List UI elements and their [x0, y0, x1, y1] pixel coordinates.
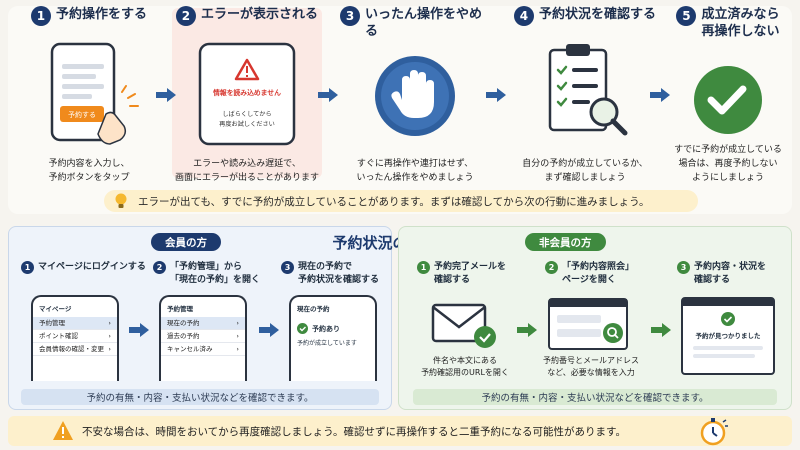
step-number: 1: [417, 261, 430, 274]
reserve-button-label: 予約する: [68, 110, 96, 119]
nonmember-step-3: 3 予約内容・状況を 確認する: [677, 261, 766, 287]
step-number: 2: [175, 6, 196, 26]
reservation-manage-phone: 予約管理 現在の予約› 過去の予約› キャンセル済み›: [159, 295, 247, 381]
step-text: マイページにログインする: [38, 262, 146, 272]
step-number: 3: [281, 261, 294, 274]
tip-bar: エラーが出ても、すでに予約が成立していることがあります。まずは確認してから次の行…: [104, 190, 698, 212]
member-step-1: 1 マイページにログインする: [21, 261, 146, 274]
chevron-right-icon: ›: [236, 345, 239, 353]
step-text: 「予約管理」から 「現在の予約」を開く: [170, 262, 261, 285]
lightbulb-icon: [115, 193, 127, 208]
warning-bar: 不安な場合は、時間をおいてから再度確認しましょう。確認せずに再操作すると二重予約…: [8, 416, 792, 446]
step-text: 予約内容・状況を 確認する: [694, 262, 767, 285]
menu-item-past[interactable]: 過去の予約›: [161, 330, 245, 343]
phone-title: 予約管理: [167, 305, 193, 313]
right-arrow-icon: [156, 88, 176, 102]
menu-item-cancelled[interactable]: キャンセル済み›: [161, 343, 245, 356]
result-window: 予約が見つかりました: [681, 297, 775, 375]
inquiry-form-icon: [548, 298, 628, 350]
step-title: いったん操作をやめる: [365, 7, 483, 39]
step-desc: 予約内容を入力し、 予約ボタンをタップ: [48, 159, 130, 183]
right-arrow-icon: [651, 323, 671, 337]
chevron-right-icon: ›: [108, 332, 111, 340]
step-title: 成立済みなら 再操作しない: [701, 7, 780, 39]
warning-text: 不安な場合は、時間をおいてから再度確認しましょう。確認せずに再操作すると二重予約…: [82, 425, 627, 438]
step-title: 予約操作をする: [55, 7, 147, 22]
envelope-check-icon: [431, 303, 496, 348]
step-text: 予約完了メールを 確認する: [434, 262, 507, 285]
step-text: 「予約内容照会」 ページを開く: [562, 262, 635, 285]
mypage-phone: マイページ 予約管理› ポイント確認› 会員情報の確認・変更›: [31, 295, 119, 381]
step-number: 5: [676, 6, 697, 26]
right-arrow-icon: [486, 88, 506, 102]
member-label: 会員の方: [151, 233, 221, 251]
step-desc: すぐに再操作や連打はせず、 いったん操作をやめましょう: [356, 159, 474, 183]
nonmember-footer: 予約の有無・内容・支払い状況などを確認できます。: [413, 389, 777, 405]
member-step-2: 2 「予約管理」から 「現在の予約」を開く: [153, 261, 260, 287]
error-title: 情報を読み込めません: [212, 88, 281, 97]
chevron-right-icon: ›: [108, 319, 111, 327]
chevron-right-icon: ›: [236, 332, 239, 340]
step-desc: エラーや読み込み遅延で、 画面にエラーが出ることがあります: [174, 159, 319, 183]
menu-item-reservation[interactable]: 予約管理›: [33, 317, 117, 330]
step-desc: すでに予約が成立している 場合は、再度予約しない ようにしましょう: [674, 145, 782, 183]
check-circle-icon: [694, 66, 762, 134]
nonmember-step-1: 1 予約完了メールを 確認する: [417, 261, 506, 287]
stop-hand-icon: [375, 56, 455, 136]
error-message: しばらくしてから再度お試しください: [219, 110, 275, 128]
step-number: 1: [30, 6, 51, 26]
right-arrow-icon: [259, 323, 279, 337]
member-step-3: 3 現在の予約で 予約状況を確認する: [281, 261, 379, 287]
right-arrow-icon: [517, 323, 537, 337]
nonmember-desc-2: 予約番号とメールアドレス など、必要な情報を入力: [543, 356, 639, 377]
step-number: 4: [513, 6, 534, 26]
menu-item-member-info[interactable]: 会員情報の確認・変更›: [33, 343, 117, 356]
right-arrow-icon: [129, 323, 149, 337]
clipboard-magnifier-icon: [548, 44, 628, 136]
nonmember-desc-1: 件名や本文にある 予約確認用のURLを開く: [421, 356, 509, 377]
chevron-right-icon: ›: [108, 345, 111, 353]
step-number: 3: [677, 261, 690, 274]
step-2: 2 エラーが表示される: [172, 6, 322, 42]
error-phone-illustration: 情報を読み込めません しばらくしてから再度お試しください: [198, 42, 296, 146]
phone-tap-illustration: 予約する: [50, 42, 139, 145]
menu-item-points[interactable]: ポイント確認›: [33, 330, 117, 343]
tip-text: エラーが出ても、すでに予約が成立していることがあります。まずは確認してから次の行…: [138, 195, 650, 208]
right-arrow-icon: [650, 88, 670, 102]
check-circle-icon: [297, 323, 308, 334]
step-title: 予約状況を確認する: [538, 7, 656, 22]
step-title: エラーが表示される: [200, 7, 318, 22]
right-arrow-icon: [318, 88, 338, 102]
menu-item-current[interactable]: 現在の予約›: [161, 317, 245, 330]
step-number: 2: [153, 261, 166, 274]
check-circle-icon: [721, 312, 735, 326]
nonmember-step-2: 2 「予約内容照会」 ページを開く: [545, 261, 634, 287]
found-message: 予約が見つかりました: [695, 332, 761, 340]
current-reservation-phone: 現在の予約 予約あり 予約が成立しています: [289, 295, 377, 381]
member-footer: 予約の有無・内容・支払い状況などを確認できます。: [21, 389, 379, 405]
step-1: 1 予約操作をする: [14, 6, 164, 42]
step-number: 1: [21, 261, 34, 274]
stopwatch-icon: [700, 418, 728, 446]
reservation-detail: 予約が成立しています: [297, 340, 357, 347]
step-4: 4 予約状況を確認する: [510, 6, 660, 42]
step-number: 3: [340, 6, 360, 26]
warning-icon: [53, 421, 73, 440]
nonmember-label: 非会員の方: [525, 233, 606, 251]
phone-title: マイページ: [39, 305, 72, 313]
phone-title: 現在の予約: [297, 305, 330, 313]
step-desc: 自分の予約が成立しているか、 まず確認しましょう: [522, 159, 648, 183]
chevron-right-icon: ›: [236, 319, 239, 327]
step-text: 現在の予約で 予約状況を確認する: [298, 262, 380, 285]
step-number: 2: [545, 261, 558, 274]
reservation-status: 予約あり: [291, 317, 375, 336]
